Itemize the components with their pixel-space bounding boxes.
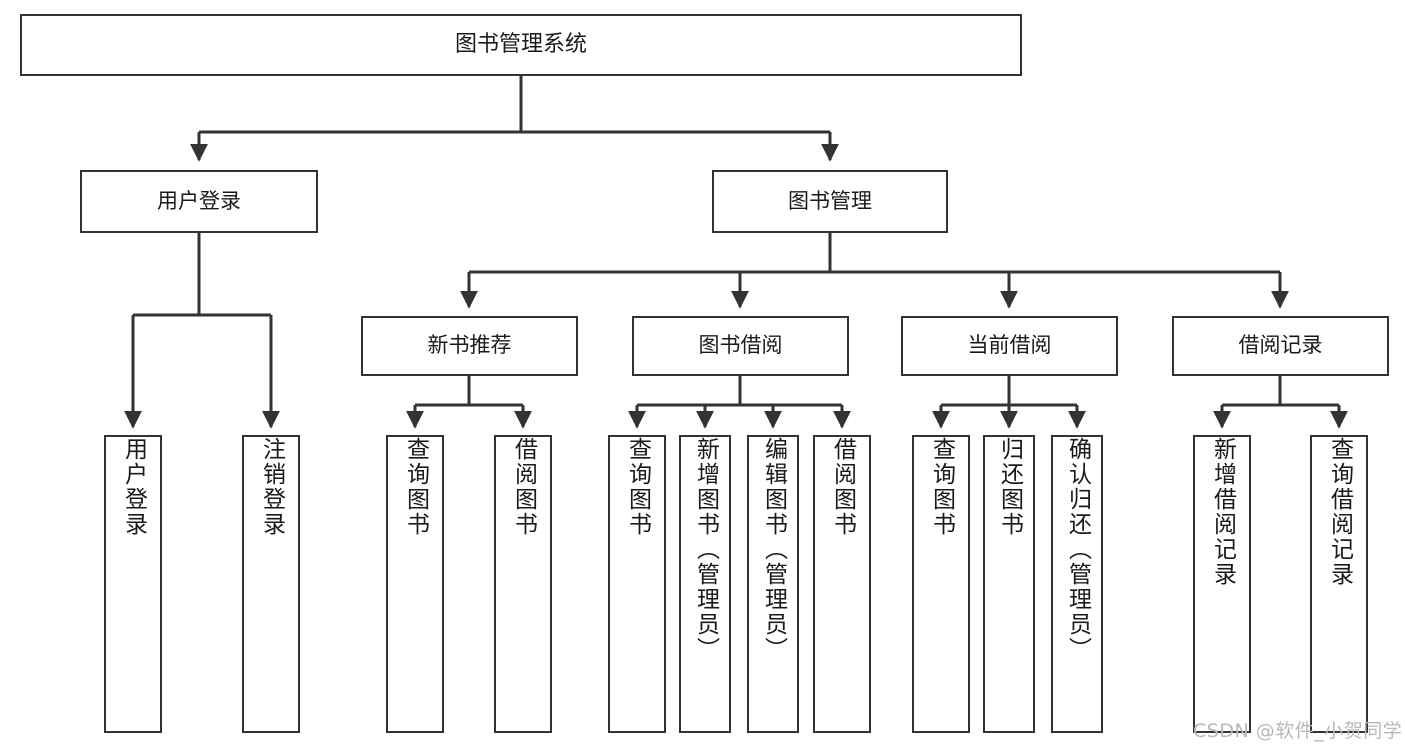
node-label: 借阅图书 <box>510 437 537 537</box>
leaf-user-login[interactable]: 用户登录 <box>104 435 162 733</box>
node-label: 新增图书（管理员） <box>692 437 719 662</box>
node-label: 借阅图书 <box>829 437 856 537</box>
node-label: 当前借阅 <box>967 333 1052 358</box>
leaf-confirm-return-admin[interactable]: 确认归还（管理员） <box>1051 435 1103 733</box>
leaf-add-book-admin[interactable]: 新增图书（管理员） <box>679 435 731 733</box>
node-label: 新书推荐 <box>427 333 512 358</box>
node-user-login[interactable]: 用户登录 <box>80 170 318 233</box>
csdn-watermark: CSDN @软件_小贺同学 <box>1193 720 1403 742</box>
leaf-logout-login[interactable]: 注销登录 <box>242 435 300 733</box>
leaf-edit-book-admin[interactable]: 编辑图书（管理员） <box>747 435 799 733</box>
node-label: 查询图书 <box>402 437 429 537</box>
leaf-return-book[interactable]: 归还图书 <box>983 435 1035 733</box>
node-label: 确认归还（管理员） <box>1064 437 1091 662</box>
node-borrowing-records[interactable]: 借阅记录 <box>1172 316 1389 376</box>
leaf-query-borrowing-record[interactable]: 查询借阅记录 <box>1310 435 1368 733</box>
node-new-book-recommendation[interactable]: 新书推荐 <box>361 316 578 376</box>
node-label: 用户登录 <box>157 188 241 213</box>
node-label: 归还图书 <box>996 437 1023 537</box>
node-label: 图书管理系统 <box>454 31 587 57</box>
node-label: 图书借阅 <box>698 333 783 358</box>
leaf-query-book-recommendation[interactable]: 查询图书 <box>386 435 444 733</box>
node-label: 注销登录 <box>258 437 285 537</box>
node-label: 用户登录 <box>120 437 147 537</box>
node-label: 查询借阅记录 <box>1326 437 1353 587</box>
node-label: 编辑图书（管理员） <box>760 437 787 662</box>
node-current-borrowing[interactable]: 当前借阅 <box>901 316 1118 376</box>
node-label: 查询图书 <box>928 437 955 537</box>
node-label: 新增借阅记录 <box>1209 437 1236 587</box>
node-book-borrowing[interactable]: 图书借阅 <box>632 316 849 376</box>
node-root-book-management-system[interactable]: 图书管理系统 <box>20 14 1022 76</box>
leaf-add-borrowing-record[interactable]: 新增借阅记录 <box>1193 435 1251 733</box>
node-label: 查询图书 <box>624 437 651 537</box>
leaf-borrow-book-borrowing[interactable]: 借阅图书 <box>813 435 871 733</box>
node-label: 图书管理 <box>788 188 872 213</box>
leaf-query-book-current[interactable]: 查询图书 <box>912 435 970 733</box>
leaf-borrow-book-recommendation[interactable]: 借阅图书 <box>494 435 552 733</box>
node-label: 借阅记录 <box>1238 333 1323 358</box>
node-book-management[interactable]: 图书管理 <box>712 170 948 233</box>
leaf-query-book-borrowing[interactable]: 查询图书 <box>608 435 666 733</box>
